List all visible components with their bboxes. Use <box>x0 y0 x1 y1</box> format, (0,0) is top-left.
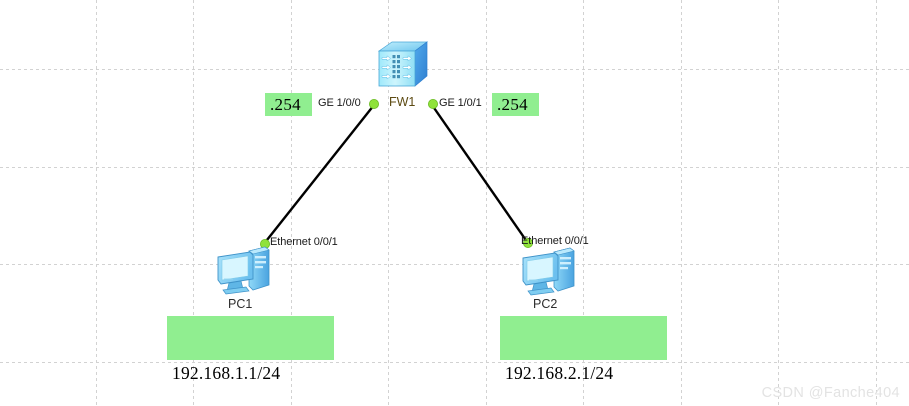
pc-icon <box>217 246 270 295</box>
pc1-ip-address: 192.168.1.1/24 <box>172 362 281 383</box>
firewall-icon <box>377 41 429 87</box>
device-pc1[interactable] <box>213 245 275 297</box>
device-label-pc1: PC1 <box>228 297 253 311</box>
device-fw1[interactable] <box>373 38 431 92</box>
device-label-pc2: PC2 <box>533 297 558 311</box>
annotation-pc2-addressing: 192.168.2.1/24 192.168.2.254 <box>500 316 667 383</box>
connector-dot-fw-ge1 <box>427 99 438 110</box>
interface-label-pc2-ethernet: Ethernet 0/0/1 <box>521 235 589 247</box>
interface-label-pc1-ethernet: Ethernet 0/0/1 <box>270 236 338 248</box>
connector-dot-pc2-eth <box>523 237 534 248</box>
watermark: CSDN @Fanche404 <box>761 385 900 401</box>
link-fw1-pc1[interactable] <box>262 104 375 246</box>
annotation-fw-left-host: .254 <box>265 93 312 116</box>
annotation-pc1-addressing: 192.168.1.1/24 192.168.1.254 <box>167 316 334 383</box>
pc2-ip-address: 192.168.2.1/24 <box>505 362 614 383</box>
device-pc2[interactable] <box>518 246 580 298</box>
annotation-fw-right-host: .254 <box>492 93 539 116</box>
pc-icon <box>522 247 575 296</box>
link-fw1-pc2[interactable] <box>431 104 531 247</box>
interface-label-fw-ge-1-0-1: GE 1/0/1 <box>439 97 482 109</box>
connector-dot-fw-ge0 <box>368 99 379 110</box>
interface-label-fw-ge-1-0-0: GE 1/0/0 <box>318 97 361 109</box>
device-label-fw1: FW1 <box>389 95 416 109</box>
